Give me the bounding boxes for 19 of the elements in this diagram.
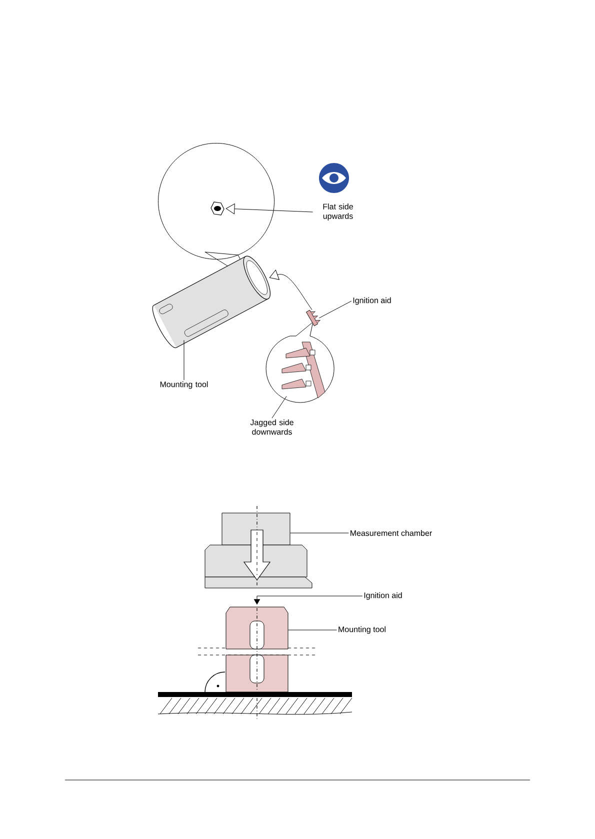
mounting-tool-drawing	[226, 606, 288, 692]
callout-label: Mounting tool	[160, 381, 208, 389]
leader-line	[256, 596, 363, 600]
leader-line	[290, 532, 349, 534]
leader-line	[272, 396, 287, 418]
callout-label: Ignition aid	[364, 592, 402, 600]
callout-label: Jagged side downwards	[250, 419, 294, 435]
measurement-chamber-drawing	[204, 512, 312, 588]
marker-triangle	[254, 599, 260, 605]
arrow	[269, 270, 312, 310]
callout-label: Mounting tool	[338, 626, 386, 634]
ignition-aid-drawing	[306, 310, 320, 326]
leader-line	[318, 300, 352, 318]
slot-drawing	[210, 202, 224, 216]
callout-label: Ignition aid	[353, 297, 391, 305]
jagged-part-drawing	[282, 342, 326, 398]
callout-label: Measurement chamber	[350, 530, 432, 536]
arrow	[226, 204, 314, 214]
callout-label: Flat side upwards	[323, 204, 353, 220]
